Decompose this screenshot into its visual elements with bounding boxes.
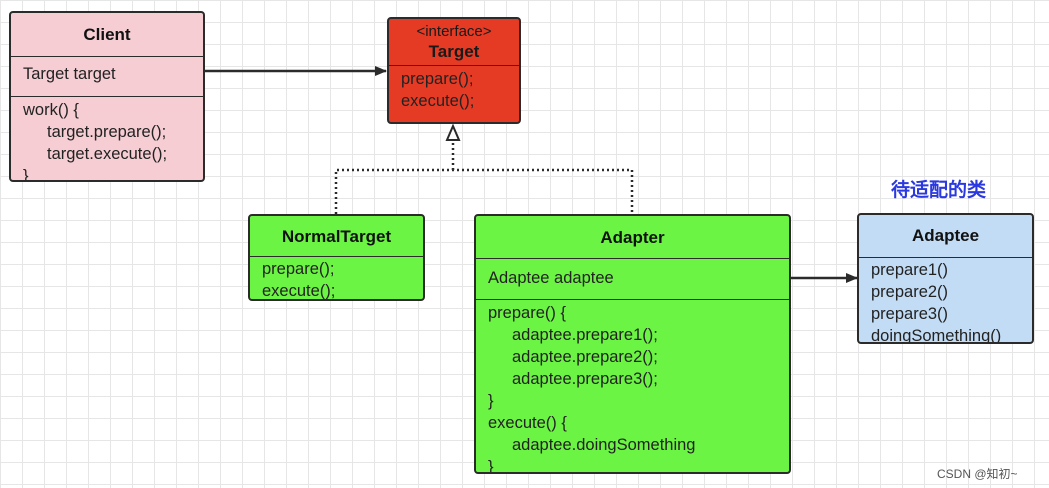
class-methods: prepare1() prepare2() prepare3() doingSo… [859,257,1032,344]
method-text: } [488,458,494,474]
class-name: NormalTarget [281,227,392,246]
realization-arrowhead [445,123,461,141]
method-text: adaptee.prepare1(); [512,326,658,344]
field-text: Adaptee adaptee [488,269,614,287]
stereotype-label: <interface> [416,23,492,40]
method-text: target.prepare(); [47,123,167,141]
method-text: } [488,392,494,410]
class-name: Adaptee [911,226,980,245]
realization-connector [334,140,634,214]
method-text: target.execute(); [47,145,168,163]
method-text: prepare(); [401,70,474,88]
class-methods: work() { target.prepare(); target.execut… [11,96,203,182]
method-text: prepare1() [871,261,949,279]
method-text: adaptee.prepare2(); [512,348,658,366]
class-fields: Target target [11,56,203,96]
method-text: execute(); [262,282,336,300]
method-text: execute() { [488,414,567,432]
target-interface[interactable]: <interface> Target prepare(); execute(); [387,17,521,124]
class-methods: prepare(); execute(); [389,65,519,114]
class-header: <interface> Target [389,19,519,65]
watermark: CSDN @知初~ [937,467,1018,481]
adaptee-note: 待适配的类 [891,180,987,201]
adaptee-class[interactable]: Adaptee prepare1() prepare2() prepare3()… [857,213,1034,344]
method-text: } [23,167,29,182]
adapter-class[interactable]: Adapter Adaptee adaptee prepare() { adap… [474,214,791,474]
method-text: doingSomething() [871,327,1002,344]
method-text: prepare(); [262,260,335,278]
method-text: adaptee.prepare3(); [512,370,658,388]
class-name: Target [428,42,480,61]
method-text: prepare3() [871,305,949,323]
method-text: prepare2() [871,283,949,301]
class-fields: Adaptee adaptee [476,258,789,299]
client-class[interactable]: Client Target target work() { target.pre… [9,11,205,182]
method-text: adaptee.doingSomething [512,436,696,454]
method-text: prepare() { [488,304,566,322]
normaltarget-class[interactable]: NormalTarget prepare(); execute(); [248,214,425,301]
method-text: execute(); [401,92,475,110]
class-name: Adapter [600,228,665,247]
field-text: Target target [23,65,116,83]
method-text: work() { [23,101,79,119]
class-methods: prepare() { adaptee.prepare1(); adaptee.… [476,299,789,474]
class-name: Client [83,25,131,44]
class-methods: prepare(); execute(); [250,256,423,300]
